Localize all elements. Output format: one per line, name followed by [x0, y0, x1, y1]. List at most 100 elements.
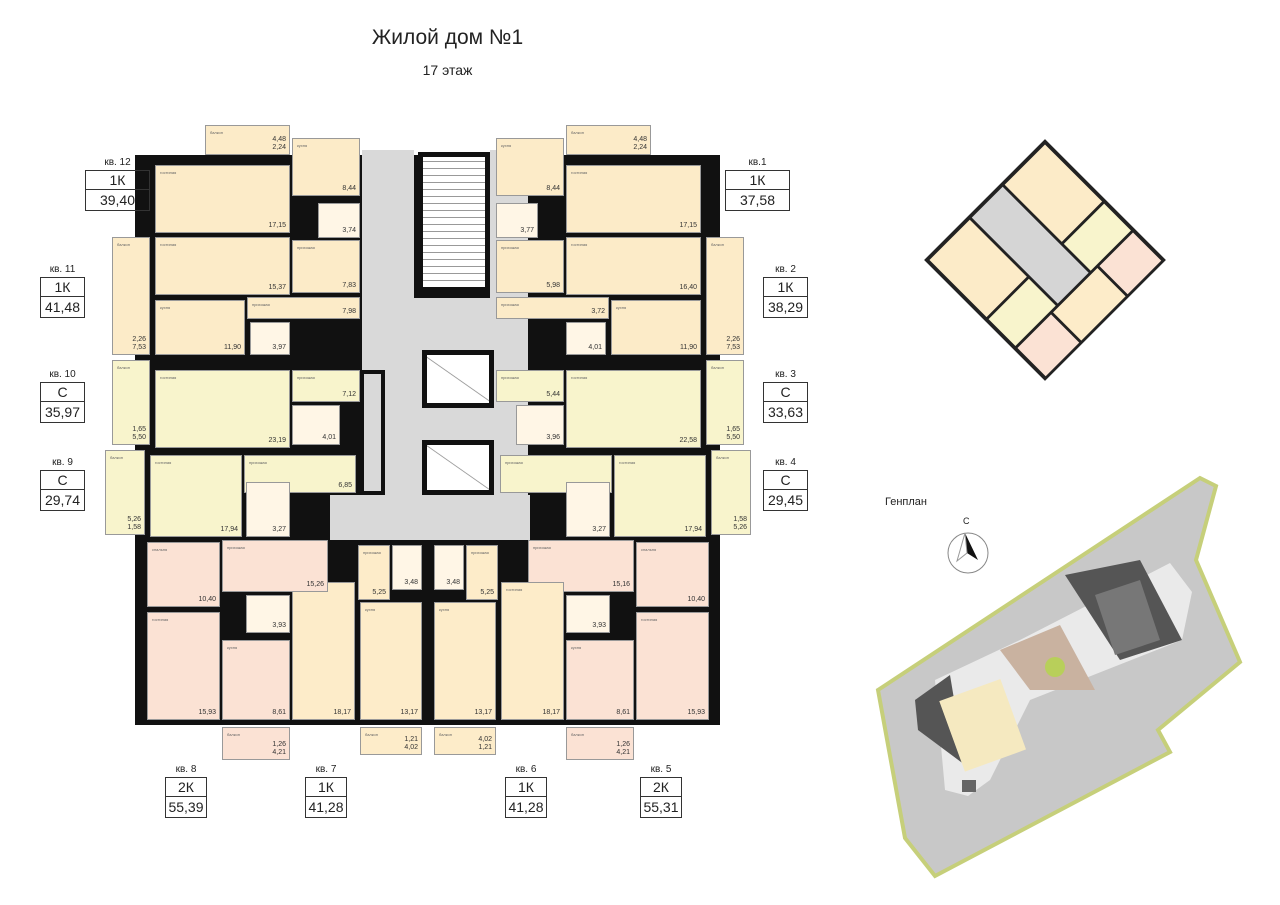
room-area: 2,26 [726, 336, 740, 343]
room-area: 17,15 [679, 222, 697, 229]
apartment-number: кв. 2 [775, 264, 796, 275]
room-area: 7,98 [342, 308, 356, 315]
room-area: 6,85 [338, 482, 352, 489]
apartment-area: 41,28 [506, 797, 546, 818]
room-type: кухня [501, 143, 512, 148]
elevator [422, 350, 494, 408]
room-area: 3,27 [272, 526, 286, 533]
room-type: балкон [365, 732, 378, 737]
room-area: 3,97 [272, 344, 286, 351]
room-area-secondary: 4,02 [404, 744, 418, 751]
room-type: прихожая [249, 460, 267, 465]
room-area: 15,93 [687, 709, 705, 716]
room-area: 17,15 [268, 222, 286, 229]
room-type: гостиная [641, 617, 658, 622]
room-area: 8,44 [546, 185, 560, 192]
bathroom: 3,27 [566, 482, 610, 537]
bathroom: 4,01 [566, 322, 606, 355]
shaft [360, 370, 385, 495]
room-type: балкон [227, 732, 240, 737]
room-area-secondary: 1,58 [127, 524, 141, 531]
room-area: 8,61 [616, 709, 630, 716]
room-area: 5,25 [372, 589, 386, 596]
room-area: 1,21 [404, 736, 418, 743]
room-area: 1,26 [272, 741, 286, 748]
page-title: Жилой дом №1 [371, 26, 524, 49]
room-type: прихожая [252, 302, 270, 307]
room-area: 3,96 [546, 434, 560, 441]
room-type: гостиная [571, 242, 588, 247]
bathroom: 3,93 [566, 595, 610, 633]
room-area-secondary: 2,24 [272, 144, 286, 151]
room-type: гостиная [160, 170, 177, 175]
north-label: С [963, 516, 970, 526]
room-area: 1,26 [616, 741, 630, 748]
apartment-type: 2К [641, 778, 681, 797]
room-area-secondary: 4,21 [616, 749, 630, 756]
room-area: 17,94 [684, 526, 702, 533]
room-type: балкон [117, 242, 130, 247]
room-type: прихожая [297, 375, 315, 380]
room-area: 17,94 [220, 526, 238, 533]
room-area: 3,48 [404, 579, 418, 586]
apartment-number: кв. 8 [175, 764, 197, 775]
room-area-secondary: 5,50 [132, 434, 146, 441]
room-area: 7,83 [342, 282, 356, 289]
apartment-number: кв. 4 [775, 457, 796, 468]
corridor [362, 150, 414, 300]
room-area: 1,58 [733, 516, 747, 523]
apartment-type: С [41, 383, 84, 402]
room-area: 2,26 [132, 336, 146, 343]
room-area: 22,58 [679, 437, 697, 444]
room-type: прихожая [533, 545, 551, 550]
room-type: прихожая [363, 550, 381, 555]
room-area: 5,98 [546, 282, 560, 289]
room-area: 5,44 [546, 391, 560, 398]
room-area: 3,93 [592, 622, 606, 629]
bathroom: 3,77 [496, 203, 538, 238]
room: прихожая 5,25 [358, 545, 390, 600]
room-type: балкон [571, 732, 584, 737]
room-area: 15,16 [612, 581, 630, 588]
apartment-area: 55,31 [641, 797, 681, 818]
room-type: кухня [160, 305, 171, 310]
apartment-type: С [41, 471, 84, 490]
apartment-number: кв.1 [748, 157, 767, 168]
room-area: 18,17 [542, 709, 560, 716]
floor-label: 17 этаж [422, 62, 473, 78]
bathroom: 3,74 [318, 203, 360, 238]
room-type: прихожая [471, 550, 489, 555]
room-type: балкон [711, 365, 724, 370]
room-area-secondary: 1,21 [478, 744, 492, 751]
apartment-number: кв. 6 [515, 764, 537, 775]
room-area: 1,65 [132, 426, 146, 433]
bathroom: 3,93 [246, 595, 290, 633]
